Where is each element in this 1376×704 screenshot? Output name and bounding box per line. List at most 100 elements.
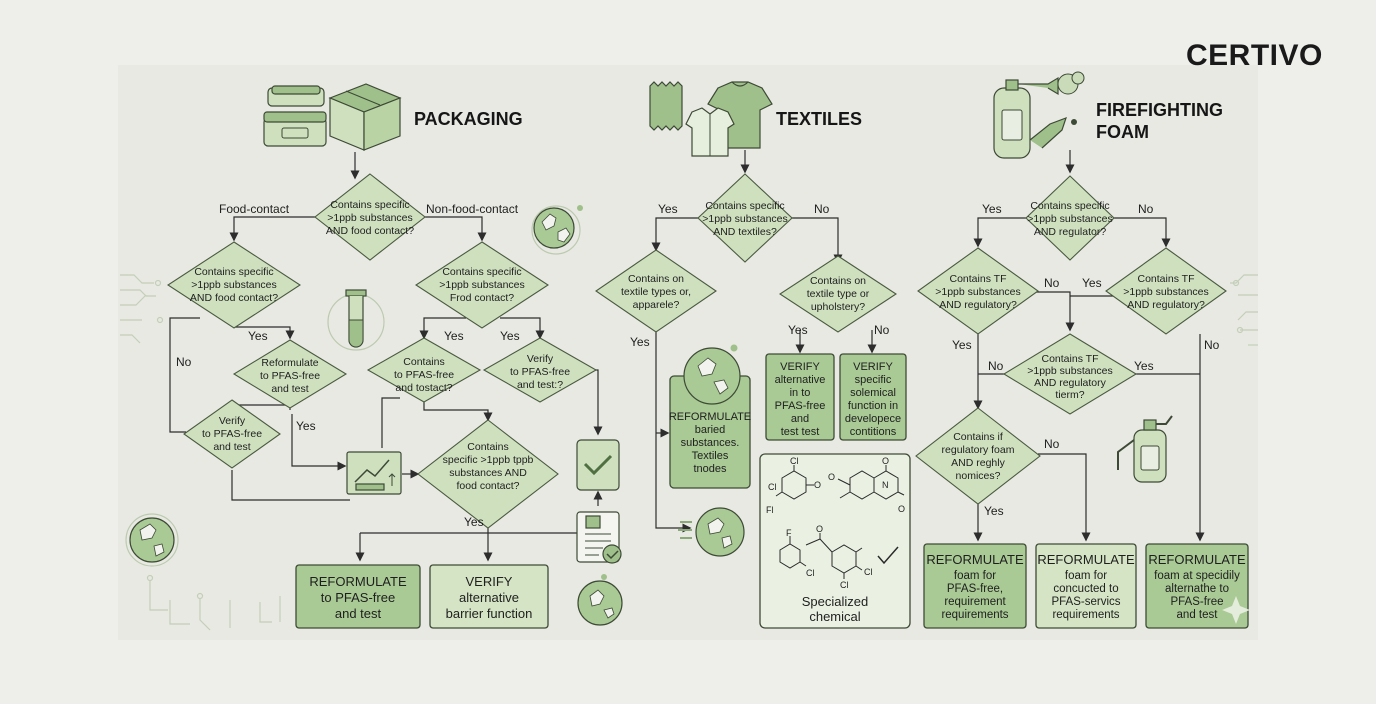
textiles-section: TEXTILES Contains specific>1ppb substanc… bbox=[595, 81, 911, 629]
edge-label-no: No bbox=[988, 359, 1004, 373]
packaging-title: PACKAGING bbox=[414, 109, 523, 129]
edge-label-yes: Yes bbox=[952, 338, 972, 352]
circuit-decoration-left bbox=[120, 274, 281, 631]
specialized-chemical-panel: Cl Cl Fl O O N O O F Cl O Cl Cl Speciali… bbox=[759, 453, 911, 629]
edge-label-yes: Yes bbox=[444, 329, 464, 343]
svg-text:O: O bbox=[882, 456, 889, 466]
sparkle-icon bbox=[1222, 596, 1250, 624]
edge-label-no: No bbox=[874, 323, 890, 337]
edge-label-no: No bbox=[176, 355, 192, 369]
edge-label-yes: Yes bbox=[788, 323, 808, 337]
food-container-icon bbox=[263, 85, 327, 147]
cardboard-box-icon bbox=[328, 83, 402, 151]
circuit-decoration-right bbox=[1230, 274, 1258, 346]
chemical-atom-labels: Cl Cl Fl O O N O O F Cl O Cl Cl bbox=[766, 456, 905, 590]
svg-text:N: N bbox=[882, 480, 889, 490]
packaging-section: PACKAGING Contains specific>1ppb substan… bbox=[125, 83, 623, 629]
svg-text:F: F bbox=[786, 528, 792, 538]
globe-icon bbox=[531, 205, 583, 255]
globe-icon bbox=[125, 513, 179, 567]
textiles-title: TEXTILES bbox=[776, 109, 862, 129]
edge-label-yes: Yes bbox=[1082, 276, 1102, 290]
edge-label-yes: Yes bbox=[984, 504, 1004, 518]
edge-label-yes: Yes bbox=[1134, 359, 1154, 373]
edge-label-no: No bbox=[1138, 202, 1154, 216]
chart-document-icon bbox=[346, 451, 402, 495]
edge-label-yes: Yes bbox=[658, 202, 678, 216]
svg-text:Cl: Cl bbox=[790, 456, 799, 466]
fabric-swatch-icon bbox=[649, 81, 683, 131]
edge-label-yes: Yes bbox=[500, 329, 520, 343]
edge-label-no: No bbox=[1044, 276, 1060, 290]
svg-text:O: O bbox=[816, 524, 823, 534]
edge-label-no: No bbox=[1204, 338, 1220, 352]
edge-label-no: No bbox=[814, 202, 830, 216]
jacket-icon bbox=[685, 107, 735, 157]
edge-label-yes: Yes bbox=[248, 329, 268, 343]
fire-extinguisher-icon bbox=[993, 71, 1085, 159]
edge-label-food-contact: Food-contact bbox=[219, 202, 290, 216]
specialized-chemical-caption: Specialized bbox=[802, 594, 869, 609]
test-tube-icon bbox=[327, 289, 385, 351]
edge-label-yes: Yes bbox=[464, 515, 484, 529]
chemical-check-icon bbox=[877, 546, 899, 565]
svg-text:O: O bbox=[814, 480, 821, 490]
svg-text:Cl: Cl bbox=[768, 482, 777, 492]
svg-text:Fl: Fl bbox=[766, 505, 774, 515]
edge-label-yes: Yes bbox=[982, 202, 1002, 216]
certivo-logo: CERTIVO bbox=[1186, 39, 1323, 72]
globe-icon bbox=[577, 574, 623, 626]
edge-label-non-food-contact: Non-food-contact bbox=[426, 202, 519, 216]
edge-label-yes: Yes bbox=[296, 419, 316, 433]
chemical-structure-1 bbox=[775, 465, 814, 500]
chemical-structure-3 bbox=[779, 533, 863, 579]
edge-label-yes: Yes bbox=[630, 335, 650, 349]
